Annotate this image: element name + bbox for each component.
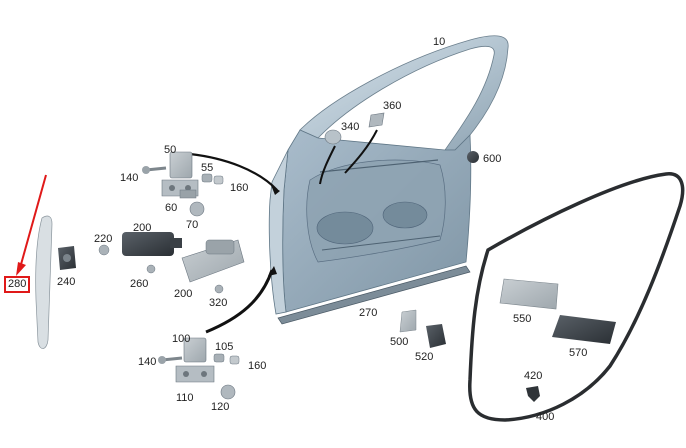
door-panel-hole [382, 201, 428, 229]
insulation-pad-550[interactable] [499, 278, 559, 310]
callout-500[interactable]: 500 [390, 336, 409, 348]
plug-600[interactable] [467, 151, 479, 163]
clip-420[interactable] [526, 386, 540, 402]
callout-550[interactable]: 550 [513, 313, 532, 325]
lower-hinge-body-part[interactable] [175, 365, 215, 383]
callout-340[interactable]: 340 [341, 121, 360, 133]
door-lock-motor [205, 239, 235, 255]
leader-upper-hinge [189, 152, 278, 191]
callout-360[interactable]: 360 [383, 100, 402, 112]
hinge-pin-55[interactable] [201, 173, 213, 183]
callout-120[interactable]: 120 [211, 401, 230, 413]
door-seal-400[interactable] [468, 172, 685, 422]
callout-55[interactable]: 55 [201, 162, 214, 174]
callout-420[interactable]: 420 [524, 370, 543, 382]
callout-160-lower[interactable]: 160 [248, 360, 267, 372]
callout-140-lower[interactable]: 140 [138, 356, 157, 368]
hinge-pin-105[interactable] [213, 353, 225, 363]
hinge-bolt [183, 371, 189, 377]
callout-10[interactable]: 10 [433, 36, 446, 48]
screw-220[interactable] [98, 244, 110, 256]
plug-340[interactable] [324, 129, 342, 145]
seal-strip-280[interactable] [35, 215, 53, 349]
pad-500[interactable] [399, 309, 417, 333]
lower-hinge-door-part[interactable] [183, 337, 207, 363]
bolt-140b-head [158, 356, 166, 364]
bolt-140-head [142, 166, 150, 174]
callout-60[interactable]: 60 [165, 202, 178, 214]
callout-280-highlighted[interactable]: 280 [4, 276, 31, 293]
door-check-strap[interactable] [122, 232, 174, 256]
callout-600[interactable]: 600 [483, 153, 502, 165]
hinge-bolt [169, 185, 175, 191]
hinge-bushing-160[interactable] [213, 175, 224, 185]
callout-260[interactable]: 260 [130, 278, 149, 290]
callout-270[interactable]: 270 [359, 307, 378, 319]
door-panel-rib [319, 159, 439, 173]
nut-120[interactable] [220, 384, 236, 400]
callout-110[interactable]: 110 [176, 392, 194, 404]
callout-160-upper[interactable]: 160 [230, 182, 249, 194]
plate-60[interactable] [179, 189, 197, 199]
pad-520[interactable] [426, 324, 446, 348]
upper-hinge-door-part[interactable] [169, 151, 193, 179]
callout-520[interactable]: 520 [415, 351, 434, 363]
callout-200-lower[interactable]: 200 [174, 288, 193, 300]
insulation-pad-570[interactable] [552, 315, 616, 344]
callout-50[interactable]: 50 [164, 144, 177, 156]
callout-400[interactable]: 400 [536, 411, 555, 423]
leader-360 [344, 129, 378, 174]
pointer-arrow [19, 174, 47, 269]
leader-arrowhead [268, 266, 277, 276]
leader-lower-hinge [205, 269, 274, 334]
hinge-bushing-160b[interactable] [229, 355, 240, 365]
callout-570[interactable]: 570 [569, 347, 588, 359]
door-panel-rib [321, 235, 441, 251]
hinge-bolt [185, 185, 191, 191]
door-sill-strip[interactable] [277, 265, 471, 325]
door-panel-hole [316, 211, 374, 245]
plug-360[interactable] [368, 112, 385, 128]
callout-100[interactable]: 100 [172, 333, 191, 345]
pointer-arrowhead [16, 262, 26, 276]
callout-240[interactable]: 240 [57, 276, 76, 288]
leader-arrowhead [271, 185, 280, 195]
callout-320[interactable]: 320 [209, 297, 228, 309]
callout-70[interactable]: 70 [186, 219, 199, 231]
callout-200-upper[interactable]: 200 [133, 222, 152, 234]
hinge-bolt [201, 371, 207, 377]
door-check-strap-arm [170, 238, 182, 248]
leader-340 [319, 145, 336, 185]
callout-220[interactable]: 220 [94, 233, 113, 245]
nut-70[interactable] [189, 201, 205, 217]
screw-320[interactable] [214, 284, 224, 294]
callout-140-upper[interactable]: 140 [120, 172, 139, 184]
grommet-240-hole [63, 254, 71, 262]
screw-260[interactable] [146, 264, 156, 274]
callout-105[interactable]: 105 [215, 341, 234, 353]
